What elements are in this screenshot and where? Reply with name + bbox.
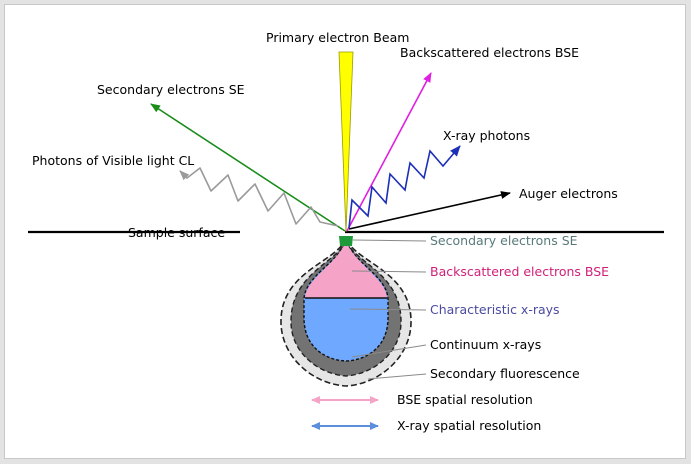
label-auger: Auger electrons (519, 186, 618, 201)
label-se-region: Secondary electrons SE (430, 233, 578, 248)
label-continuum-xrays: Continuum x-rays (430, 337, 541, 352)
label-bse-top: Backscattered electrons BSE (400, 45, 579, 60)
continuum-leader (351, 344, 427, 358)
label-visible-light: Photons of Visible light CL (32, 153, 194, 168)
visible-light-wave (179, 167, 339, 227)
label-characteristic-xrays: Characteristic x-rays (430, 302, 560, 317)
xray-photons-zigzag (348, 145, 461, 229)
label-xray-photons: X-ray photons (443, 128, 530, 143)
se-leader (352, 239, 427, 242)
label-primary-beam: Primary electron Beam (266, 30, 409, 45)
fluorescence-leader (367, 373, 427, 380)
se-zone (339, 236, 353, 246)
label-bse-region: Backscattered electrons BSE (430, 264, 609, 279)
bse-zone (305, 240, 387, 298)
label-secondary-fluorescence: Secondary fluorescence (430, 366, 580, 381)
label-xray-resolution: X-ray spatial resolution (397, 418, 541, 433)
bse-leader (351, 270, 427, 273)
interaction-volume (280, 235, 412, 387)
char-leader (349, 308, 427, 311)
label-sample-surface: Sample surface (128, 225, 225, 240)
auger-arrow (348, 191, 511, 230)
bse-arrow (346, 72, 432, 232)
label-bse-resolution: BSE spatial resolution (397, 392, 533, 407)
label-se-top: Secondary electrons SE (97, 82, 245, 97)
primary-beam (338, 51, 354, 233)
